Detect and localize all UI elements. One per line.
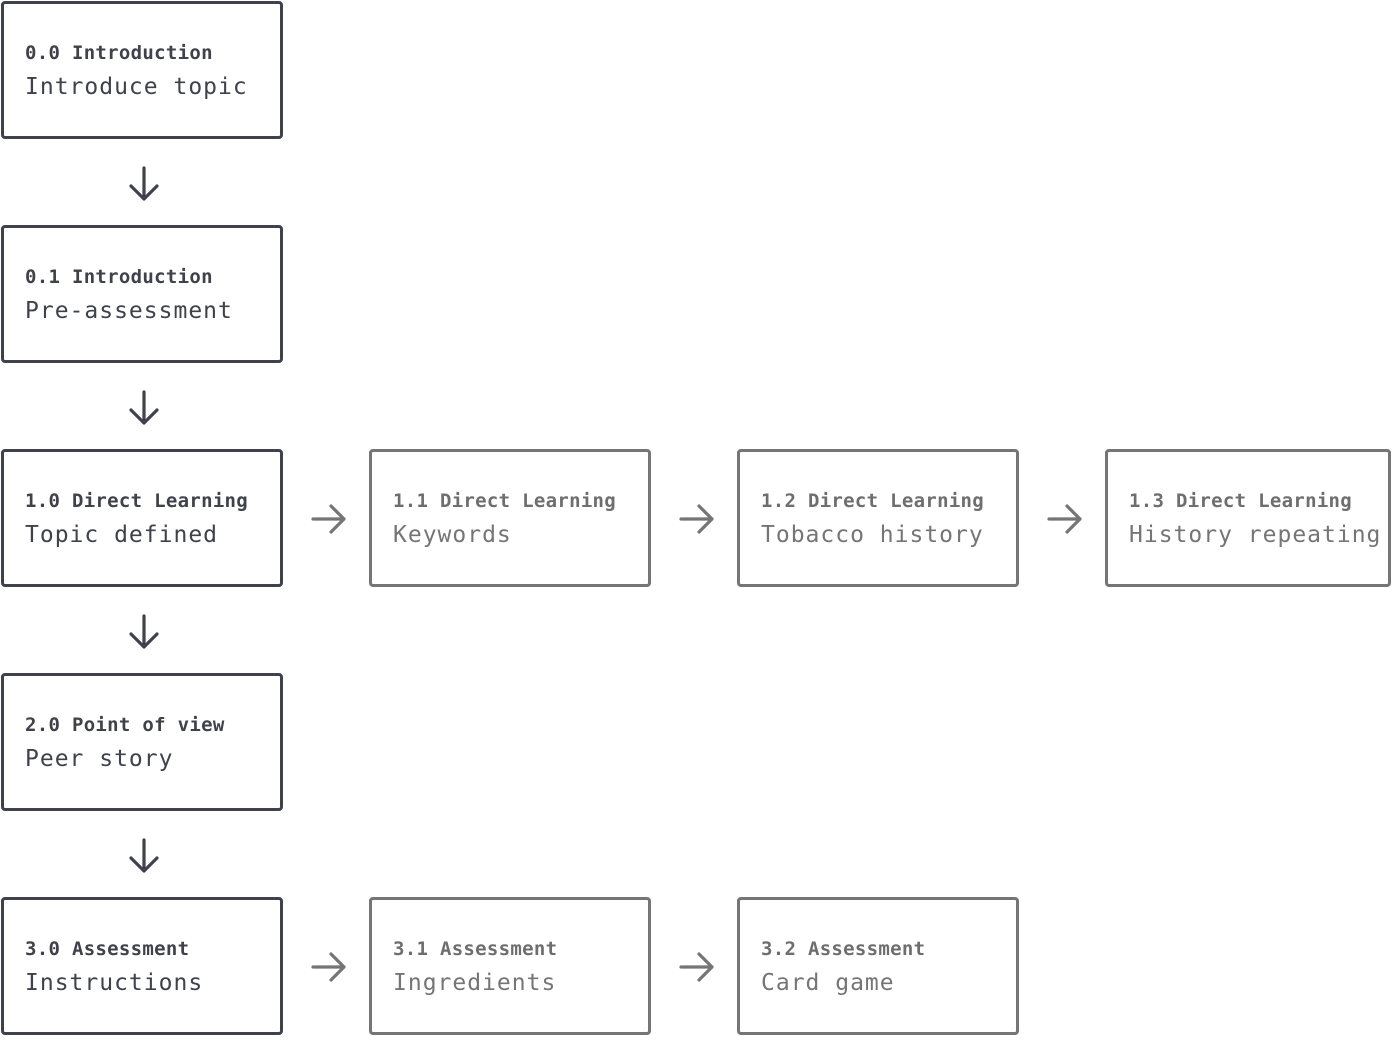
step-subtitle: Tobacco history [761, 522, 984, 548]
step-3-2: 3.2 Assessment Card game [737, 897, 1019, 1035]
arrow-down-icon [126, 838, 162, 874]
step-1-3: 1.3 Direct Learning History repeating [1105, 449, 1391, 587]
step-title: 1.1 Direct Learning [393, 490, 617, 512]
step-subtitle: Introduce topic [25, 74, 248, 100]
step-title: 1.3 Direct Learning [1129, 490, 1353, 512]
arrow-right-icon [679, 949, 715, 985]
step-2-0: 2.0 Point of view Peer story [1, 673, 283, 811]
arrow-down-icon [126, 390, 162, 426]
step-subtitle: Ingredients [393, 970, 557, 996]
step-3-0: 3.0 Assessment Instructions [1, 897, 283, 1035]
step-title: 0.0 Introduction [25, 42, 213, 64]
step-title: 1.0 Direct Learning [25, 490, 249, 512]
step-subtitle: Pre-assessment [25, 298, 233, 324]
step-title: 3.1 Assessment [393, 938, 558, 960]
arrow-down-icon [126, 614, 162, 650]
step-subtitle: Peer story [25, 746, 174, 772]
arrow-right-icon [311, 949, 347, 985]
step-0-1: 0.1 Introduction Pre-assessment [1, 225, 283, 363]
step-title: 1.2 Direct Learning [761, 490, 985, 512]
step-1-2: 1.2 Direct Learning Tobacco history [737, 449, 1019, 587]
step-subtitle: History repeating [1129, 522, 1382, 548]
step-0-0: 0.0 Introduction Introduce topic [1, 1, 283, 139]
step-1-1: 1.1 Direct Learning Keywords [369, 449, 651, 587]
step-subtitle: Topic defined [25, 522, 219, 548]
step-subtitle: Keywords [393, 522, 512, 548]
step-subtitle: Card game [761, 970, 895, 996]
arrow-right-icon [311, 501, 347, 537]
step-3-1: 3.1 Assessment Ingredients [369, 897, 651, 1035]
step-title: 3.2 Assessment [761, 938, 926, 960]
step-title: 3.0 Assessment [25, 938, 190, 960]
step-subtitle: Instructions [25, 970, 204, 996]
arrow-down-icon [126, 166, 162, 202]
step-1-0: 1.0 Direct Learning Topic defined [1, 449, 283, 587]
arrow-right-icon [679, 501, 715, 537]
step-title: 0.1 Introduction [25, 266, 213, 288]
arrow-right-icon [1047, 501, 1083, 537]
step-title: 2.0 Point of view [25, 714, 225, 736]
